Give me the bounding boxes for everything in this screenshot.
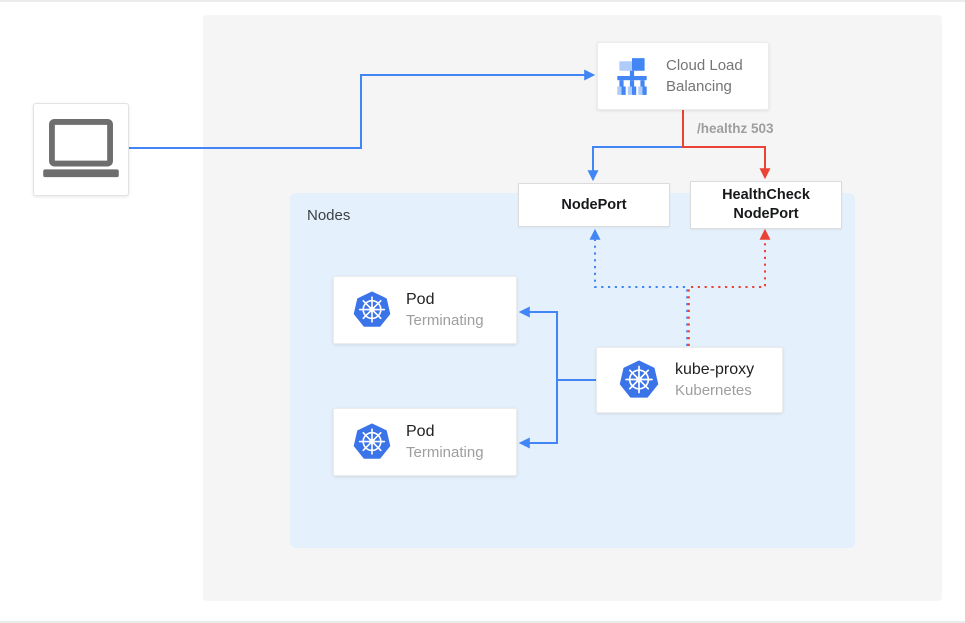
- healthcheck-nodeport-node: HealthCheck NodePort: [690, 181, 842, 229]
- cloud-load-balancing-node: Cloud Load Balancing: [597, 42, 769, 110]
- cloud-load-balancing-label: Cloud Load Balancing: [666, 57, 743, 95]
- kubernetes-icon: [353, 423, 391, 461]
- healthcheck-nodeport-label: HealthCheck NodePort: [722, 187, 810, 222]
- pod-node-1: Pod Terminating: [333, 276, 517, 344]
- pod-node-2: Pod Terminating: [333, 408, 517, 476]
- page-top-border: [0, 0, 965, 2]
- healthz-status-label: /healthz 503: [697, 121, 774, 136]
- pod-title: Pod: [406, 423, 435, 440]
- pod-title: Pod: [406, 291, 435, 308]
- nodeport-label: NodePort: [561, 196, 627, 213]
- kubernetes-icon: [353, 291, 391, 329]
- kube-proxy-node: kube-proxy Kubernetes: [596, 347, 783, 413]
- nodes-group-label: Nodes: [307, 207, 351, 224]
- kubernetes-icon: [619, 360, 659, 400]
- client-node: [33, 103, 129, 196]
- kube-proxy-title: kube-proxy: [675, 361, 755, 378]
- pod-status: Terminating: [406, 312, 484, 329]
- kube-proxy-subtitle: Kubernetes: [675, 382, 752, 399]
- pod-status: Terminating: [406, 444, 484, 461]
- page-bottom-border: [0, 621, 965, 623]
- nodeport-node: NodePort: [518, 183, 670, 227]
- load-balancer-icon: [611, 55, 653, 97]
- laptop-icon: [43, 118, 119, 181]
